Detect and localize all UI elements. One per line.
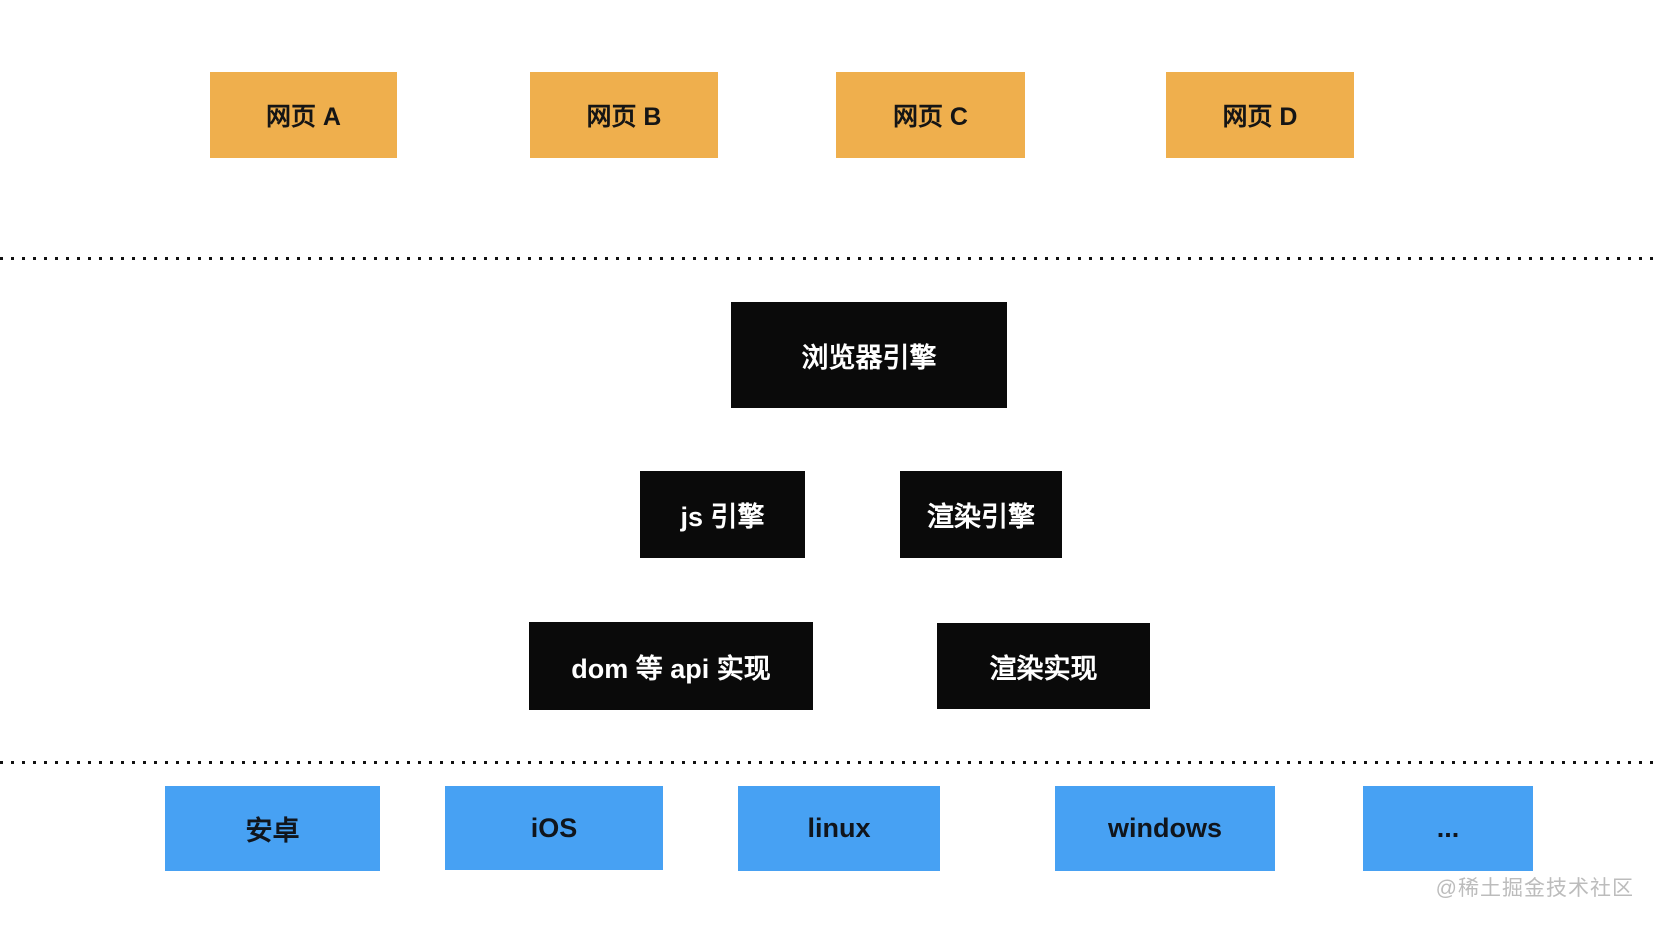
render-implementation-box: 渲染实现 [937,623,1150,709]
platform-linux-box: linux [738,786,940,871]
platform-more-box: ... [1363,786,1533,871]
webpage-c-box: 网页 C [836,72,1025,158]
browser-engine-box: 浏览器引擎 [731,302,1007,408]
webpage-d-box: 网页 D [1166,72,1354,158]
layer-separator-top [0,257,1656,260]
render-engine-box: 渲染引擎 [900,471,1062,558]
webpage-a-box: 网页 A [210,72,397,158]
platform-ios-box: iOS [445,786,663,870]
platform-android-box: 安卓 [165,786,380,871]
webpage-b-box: 网页 B [530,72,718,158]
js-engine-box: js 引擎 [640,471,805,558]
layer-separator-bottom [0,761,1656,764]
watermark-text: @稀土掘金技术社区 [1435,877,1634,900]
platform-windows-box: windows [1055,786,1275,871]
dom-api-implementation-box: dom 等 api 实现 [529,622,813,710]
